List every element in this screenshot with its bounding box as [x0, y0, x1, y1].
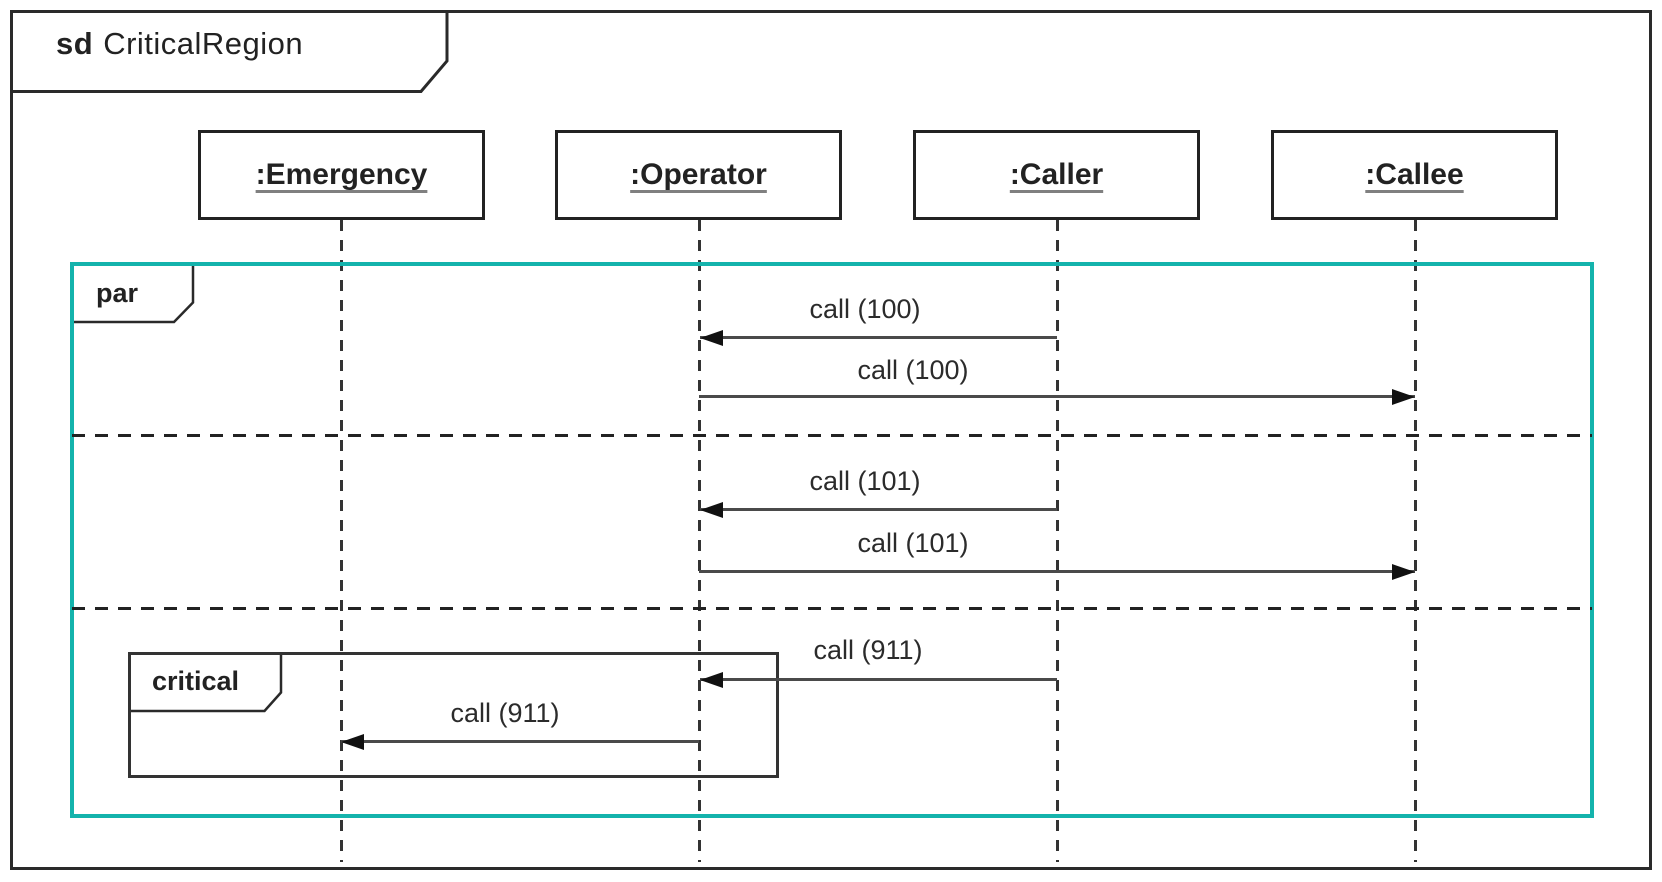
par-operator-pentagon — [74, 266, 195, 324]
message-label-call-101-to-operator: call (101) — [809, 466, 921, 496]
message-arrowhead-left-icon — [341, 733, 364, 750]
frame-name-pentagon — [10, 10, 449, 93]
lifeline-label-emergency: :Emergency — [255, 158, 428, 191]
critical-fragment-frame — [128, 652, 779, 778]
lifeline-head-emergency: :Emergency — [198, 130, 485, 220]
critical-operator-pentagon — [131, 655, 283, 713]
sequence-frame — [10, 10, 1652, 870]
par-operator-label: par — [96, 278, 139, 308]
message-line — [700, 678, 1057, 681]
lifeline-emergency — [339, 220, 343, 862]
message-arrowhead-left-icon — [700, 671, 723, 688]
message-label-call-100-to-operator: call (100) — [809, 294, 921, 324]
lifeline-label-callee: :Callee — [1365, 158, 1464, 191]
lifeline-callee — [1413, 220, 1417, 862]
message-label-call-911-to-emergency: call (911) — [450, 698, 560, 728]
message-arrowhead-left-icon — [700, 329, 723, 346]
lifeline-operator — [697, 220, 701, 862]
message-arrowhead-left-icon — [700, 501, 723, 518]
message-label-call-101-to-callee: call (101) — [857, 528, 969, 558]
lifeline-head-operator: :Operator — [555, 130, 842, 220]
frame-name-label: CriticalRegion — [103, 26, 304, 61]
message-arrowhead-right-icon — [1392, 563, 1415, 580]
lifeline-caller — [1055, 220, 1059, 862]
message-line — [700, 508, 1057, 511]
frame-title: sd CriticalRegion — [56, 26, 303, 62]
lifeline-head-caller: :Caller — [913, 130, 1200, 220]
lifeline-label-operator: :Operator — [630, 158, 767, 191]
lifeline-head-callee: :Callee — [1271, 130, 1558, 220]
critical-operator-label: critical — [152, 666, 240, 696]
message-line — [341, 740, 699, 743]
lifeline-label-caller: :Caller — [1009, 158, 1104, 191]
message-label-call-911-to-operator: call (911) — [813, 635, 923, 665]
message-line — [700, 336, 1057, 339]
par-operand-divider-1 — [72, 434, 1592, 437]
message-label-call-100-to-callee: call (100) — [857, 355, 969, 385]
par-operand-divider-2 — [72, 607, 1592, 610]
frame-keyword-label: sd — [56, 26, 94, 61]
message-line — [699, 570, 1415, 573]
par-fragment-frame — [70, 262, 1594, 818]
message-arrowhead-right-icon — [1392, 388, 1415, 405]
message-line — [699, 395, 1415, 398]
